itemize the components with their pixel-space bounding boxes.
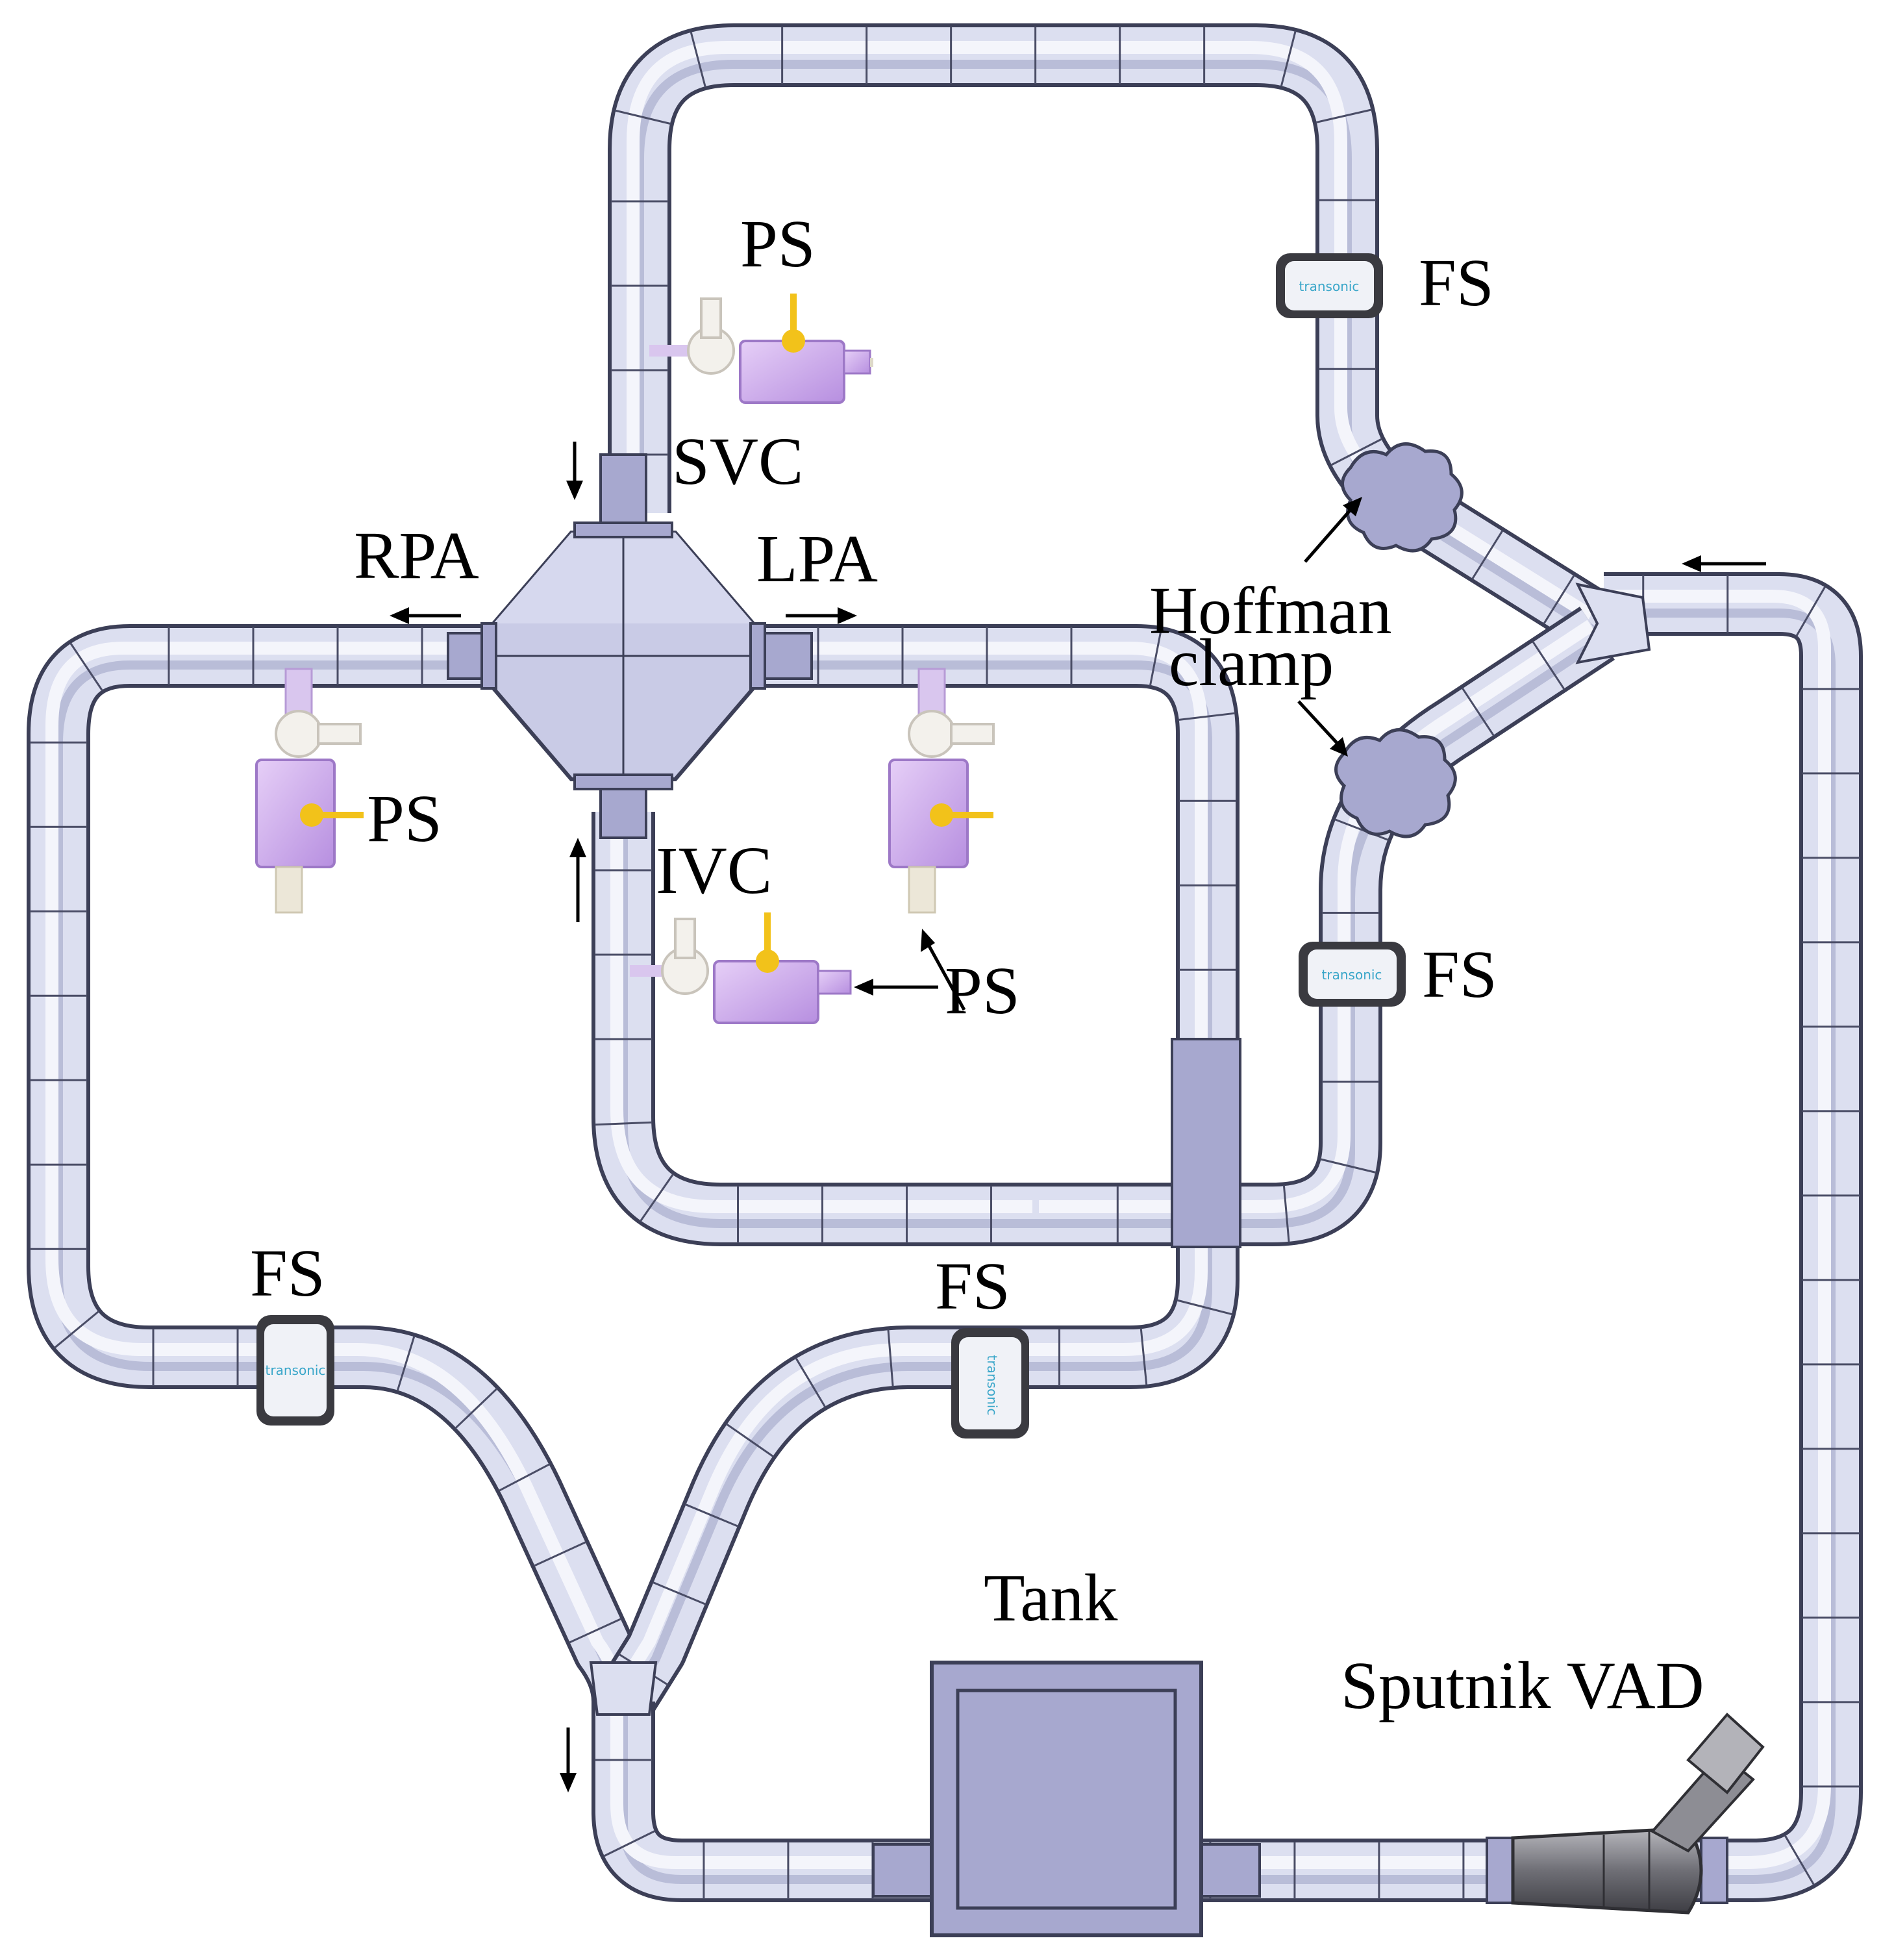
- label-svc: SVC: [672, 424, 803, 499]
- tube-ivc-return-arc-render: [1013, 607, 1615, 1246]
- tube-segment-mark: [1471, 530, 1504, 580]
- label-clamp: clamp: [1169, 625, 1334, 700]
- tcpc-junction: [447, 453, 813, 839]
- tube-segment-mark: [54, 1311, 99, 1349]
- pressure-sensor-rpa: [255, 668, 364, 914]
- y-connector-top-right: [1575, 583, 1651, 664]
- tube-segment-mark: [1795, 586, 1826, 637]
- transonic-brand-label: transonic: [1322, 967, 1382, 983]
- arrow-bottom-down: [560, 1728, 577, 1792]
- tube-segment-mark: [1543, 575, 1575, 625]
- tube-ivc-return-arc-layer-tube-in: [1019, 610, 1613, 1242]
- tube-segment-mark: [1532, 640, 1565, 690]
- arrow-lpa-right: [786, 607, 857, 624]
- tube-segment-mark: [455, 1388, 498, 1429]
- arrow-rpa-left: [390, 607, 461, 624]
- label-ps-svc: PS: [740, 207, 816, 281]
- y-connector-bottom: [589, 1661, 658, 1716]
- labels: PS SVC RPA LPA PS IVC PS FS Hoffman clam…: [250, 207, 1704, 1723]
- arrow-hoffman-upper: [1304, 497, 1362, 563]
- hoffman-clamp-lower: [1334, 728, 1457, 838]
- tube-segment-mark: [603, 1829, 656, 1857]
- tube-segment-mark: [1784, 1835, 1815, 1885]
- label-ps-rpa: PS: [367, 781, 442, 856]
- transonic-brand-label: transonic: [984, 1355, 1000, 1416]
- transonic-brand-label: transonic: [266, 1363, 326, 1378]
- tube-segment-mark: [1330, 438, 1382, 466]
- tube-segment-mark: [396, 1335, 416, 1391]
- label-fs-center: FS: [935, 1249, 1010, 1324]
- tube-ivc-return-arc-layer-tube-sh: [1019, 638, 1600, 1228]
- hoffman-clamp-upper: [1341, 442, 1464, 553]
- label-ivc: IVC: [656, 833, 772, 908]
- tube-segment-mark: [1149, 629, 1162, 686]
- arrow-ps-lpa: [921, 929, 966, 1011]
- tube-segment-mark: [795, 1357, 827, 1408]
- pressure-sensor-ivc: [630, 912, 852, 1024]
- tube-segment-mark: [1315, 108, 1372, 124]
- pressure-sensor-lpa: [888, 668, 995, 914]
- tube-segment-mark: [1177, 1299, 1233, 1316]
- arrow-ivc-up: [569, 838, 586, 922]
- flow-sensor-left: transonic: [256, 1315, 334, 1426]
- sputnik-vad-pump: [1486, 1713, 1765, 1915]
- tube-rpa-loop-render: [27, 624, 655, 1711]
- label-tank: Tank: [984, 1561, 1117, 1635]
- tube-segment-mark: [595, 1121, 653, 1126]
- flow-sensor-mid-right: transonic: [1299, 942, 1406, 1007]
- arrow-svc-down: [566, 442, 583, 500]
- flow-sensor-top-right: transonic: [1276, 253, 1383, 318]
- label-fs-left: FS: [250, 1236, 325, 1311]
- tube-segment-mark: [640, 1174, 674, 1222]
- tube-segment-mark: [69, 642, 103, 692]
- tube-segment-mark: [887, 1329, 894, 1387]
- tube-ivc-loop-render: [592, 804, 1039, 1246]
- transonic-brand-label: transonic: [1299, 279, 1360, 294]
- tube-segment-mark: [1461, 687, 1495, 736]
- label-ps-ivc: PS: [945, 953, 1020, 1028]
- flow-arrows: [390, 442, 1766, 1792]
- label-lpa: LPA: [756, 521, 878, 596]
- label-fs-mid-right: FS: [1422, 937, 1497, 1012]
- label-sputnik-vad: Sputnik VAD: [1341, 1648, 1704, 1723]
- tube-segment-mark: [1178, 712, 1236, 721]
- tube-segment-mark: [1334, 818, 1389, 841]
- tube-segment-mark: [725, 1423, 774, 1458]
- tube-segment-mark: [1320, 1158, 1377, 1174]
- label-hoffman: Hoffman: [1149, 573, 1392, 648]
- tube-segment-mark: [1140, 1328, 1148, 1385]
- tube-fittings: [872, 1038, 1261, 1898]
- tube-segment-mark: [1280, 31, 1297, 87]
- tube-segment-mark: [569, 1618, 622, 1644]
- tube-segment-mark: [615, 109, 671, 125]
- flow-sensor-center: transonic: [951, 1328, 1029, 1439]
- reservoir-tank: [930, 1661, 1203, 1937]
- tube-segment-mark: [652, 1581, 706, 1605]
- tube-return-line-render: [592, 572, 1863, 1902]
- tube-segment-mark: [690, 31, 706, 88]
- arrow-return-left: [1682, 555, 1766, 572]
- pressure-sensor-svc: [649, 294, 873, 404]
- tube-segment-mark: [498, 1463, 551, 1492]
- label-rpa: RPA: [354, 518, 479, 593]
- tube-ivc-loop-layer-tube-hl: [610, 804, 1032, 1213]
- tube-svc-top-loop-layer-tube-hl: [627, 41, 1595, 622]
- tube-segment-mark: [533, 1541, 587, 1567]
- arrow-hoffman-lower: [1297, 700, 1348, 757]
- tube-segment-mark: [684, 1503, 739, 1527]
- tube-rpa-loop-layer-tube-hl: [45, 642, 623, 1694]
- label-fs-top-right: FS: [1419, 245, 1494, 320]
- tube-segment-mark: [1282, 1185, 1290, 1243]
- arrow-ps-ivc: [854, 979, 938, 996]
